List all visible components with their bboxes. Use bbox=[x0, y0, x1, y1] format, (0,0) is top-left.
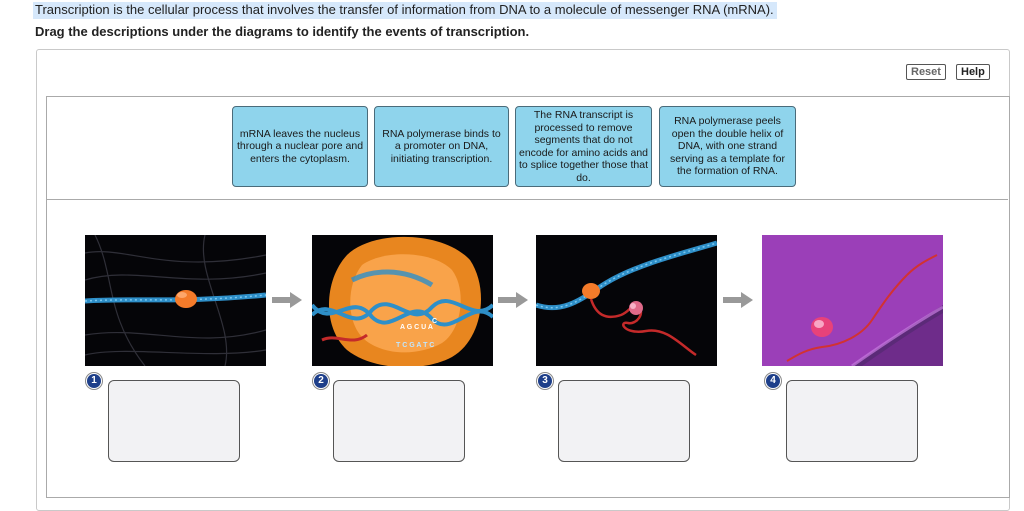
label-card-text: mRNA leaves the nucleus through a nuclea… bbox=[236, 127, 364, 165]
diagram-4-mrna-leaves-nucleus bbox=[762, 235, 943, 366]
drop-target-3[interactable] bbox=[558, 380, 690, 462]
step-badge-4: 4 bbox=[766, 374, 780, 388]
step-badge-1: 1 bbox=[87, 374, 101, 388]
label-card-text: RNA polymerase binds to a promoter on DN… bbox=[382, 127, 501, 165]
reset-button[interactable]: Reset bbox=[906, 64, 946, 80]
label-tray-divider bbox=[46, 199, 1008, 200]
label-card-text: RNA polymerase peels open the double hel… bbox=[670, 115, 785, 178]
intro-text: Transcription is the cellular process th… bbox=[33, 2, 777, 19]
diagram-1-polymerase-on-dna bbox=[85, 235, 266, 366]
step-badge-3: 3 bbox=[538, 374, 552, 388]
step-badge-2: 2 bbox=[314, 374, 328, 388]
instruction-text: Drag the descriptions under the diagrams… bbox=[35, 24, 530, 39]
drop-target-4[interactable] bbox=[786, 380, 918, 462]
drop-target-2[interactable] bbox=[333, 380, 465, 462]
diagram-2-polymerase-opening-helix: A G C U A T C G A T C C bbox=[312, 235, 493, 366]
label-card-mrna-leaves[interactable]: mRNA leaves the nucleus through a nuclea… bbox=[232, 106, 368, 187]
diagram-3-rna-processing bbox=[536, 235, 717, 366]
arrow-right-icon bbox=[498, 292, 528, 313]
extra-base-label: C bbox=[432, 318, 437, 325]
rna-bases-label: A G C U A bbox=[400, 324, 433, 331]
label-card-polymerase-binds[interactable]: RNA polymerase binds to a promoter on DN… bbox=[374, 106, 509, 187]
arrow-right-icon bbox=[272, 292, 302, 313]
drop-target-1[interactable] bbox=[108, 380, 240, 462]
label-card-rna-processed[interactable]: The RNA transcript is processed to remov… bbox=[515, 106, 652, 187]
dna-bases-label: T C G A T C bbox=[396, 342, 434, 349]
label-card-text: The RNA transcript is processed to remov… bbox=[519, 109, 648, 184]
label-card-polymerase-peels[interactable]: RNA polymerase peels open the double hel… bbox=[659, 106, 796, 187]
arrow-right-icon bbox=[723, 292, 753, 313]
help-button[interactable]: Help bbox=[956, 64, 990, 80]
